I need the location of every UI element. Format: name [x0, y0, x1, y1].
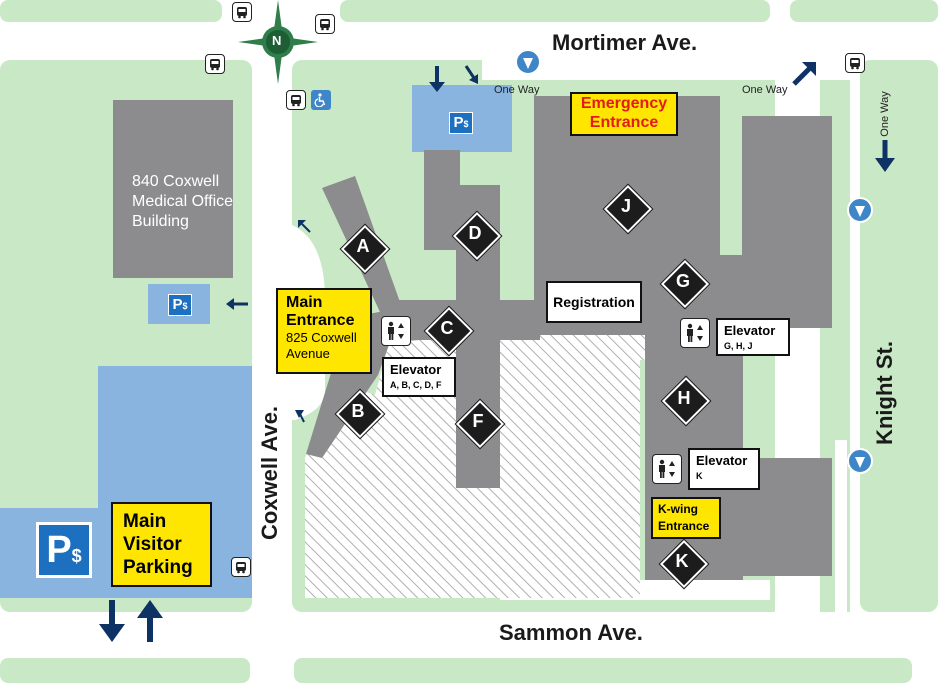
wing-letter: K	[675, 551, 689, 571]
main-entrance-title1: Main	[286, 294, 323, 311]
elevator-wings: K	[696, 471, 703, 481]
emergency-line1: Emergency	[580, 95, 668, 112]
wing-letter: G	[675, 271, 690, 291]
parking-symbol: P	[453, 114, 464, 131]
kwing-line2: Entrance	[658, 519, 710, 533]
parking-sub: $	[71, 546, 82, 566]
parking-line1: Main	[123, 511, 167, 532]
elevator-title: Elevator	[390, 362, 442, 377]
elevator-label: Elevator A, B, C, D, F	[382, 357, 456, 397]
arrow-icon	[226, 298, 248, 310]
wing-letter: A	[356, 236, 370, 256]
one-way-label: One Way	[494, 84, 540, 96]
wing-marker-j: J	[603, 184, 653, 234]
street-mortimer: Mortimer Ave.	[552, 30, 698, 55]
bus-icon	[231, 557, 251, 577]
parking-symbol: P	[46, 529, 72, 571]
parking-icon: P$	[168, 294, 192, 316]
medical-office-building	[113, 100, 233, 278]
accessible-icon	[311, 90, 331, 110]
main-entrance-addr1: 825 Coxwell	[286, 330, 357, 345]
wing-letter: C	[440, 318, 454, 338]
arrow-icon	[875, 140, 895, 172]
registration-label: Registration	[546, 281, 642, 323]
arrow-icon	[99, 600, 125, 642]
arrows	[99, 62, 895, 642]
bus-icon	[205, 54, 225, 74]
hospital-markers	[515, 49, 873, 474]
elevator-person-icon	[680, 318, 710, 348]
hospital-marker-icon	[847, 448, 873, 474]
arrow-icon	[464, 65, 478, 84]
main-entrance-addr2: Avenue	[286, 346, 330, 361]
bus-icon	[315, 14, 335, 34]
one-way-label: One Way	[879, 91, 891, 137]
wing-letter: H	[677, 388, 691, 408]
one-way-label: One Way	[742, 84, 788, 96]
arrow-icon	[298, 220, 311, 233]
medical-building-line2: Medical Office	[132, 193, 234, 210]
wing-marker-a: A	[340, 224, 390, 274]
wing-letter: D	[468, 223, 482, 243]
parking-symbol: P	[172, 296, 183, 313]
bus-icon	[845, 53, 865, 73]
wing-marker-k: K	[659, 539, 709, 589]
arrow-icon	[429, 66, 445, 92]
emergency-entrance-sign: Emergency Entrance	[570, 92, 678, 136]
bus-icon	[286, 90, 306, 110]
arrow-icon	[792, 62, 816, 86]
parking-line2: Visitor	[123, 534, 182, 555]
elevator-person-icon	[381, 316, 411, 346]
main-visitor-parking-sign: Main Visitor Parking	[111, 502, 212, 587]
emergency-line2: Entrance	[589, 114, 659, 131]
parking-sub: $	[463, 119, 469, 129]
elevator-label: Elevator K	[688, 448, 760, 490]
kwing-entrance-sign: K-wing Entrance	[651, 497, 721, 539]
wing-letter: B	[351, 401, 365, 421]
wing-letter: J	[620, 196, 631, 216]
parking-line3: Parking	[123, 557, 193, 578]
elevator-wings: A, B, C, D, F	[390, 380, 442, 390]
main-entrance-sign: Main Entrance 825 Coxwell Avenue	[276, 288, 372, 374]
street-coxwell: Coxwell Ave.	[257, 405, 282, 541]
medical-building-line1: 840 Coxwell	[132, 173, 220, 190]
wing-marker-c: C	[424, 306, 474, 356]
parking-icon: P$	[36, 522, 92, 578]
compass-letter: N	[272, 33, 282, 48]
wing-marker-h: H	[661, 376, 711, 426]
compass-icon	[238, 0, 318, 84]
main-entrance-title2: Entrance	[286, 312, 355, 329]
kwing-line1: K-wing	[658, 502, 698, 516]
wing-marker-b: B	[335, 389, 385, 439]
arrow-icon	[137, 600, 163, 642]
wing-marker-g: G	[660, 259, 710, 309]
wing-letter: F	[472, 411, 484, 431]
parking-icon: P$	[449, 112, 473, 134]
registration-text: Registration	[553, 294, 635, 310]
street-sammon: Sammon Ave.	[499, 620, 643, 645]
medical-building-label: 840 Coxwell Medical Office Building	[132, 172, 233, 232]
elevator-label: Elevator G, H, J	[716, 318, 790, 356]
wing-marker-f: F	[455, 399, 505, 449]
hospital-marker-icon	[515, 49, 541, 75]
parking-sub: $	[182, 301, 188, 311]
elevator-title: Elevator	[696, 453, 748, 468]
arrow-icon	[295, 410, 305, 423]
elevator-person-icon	[652, 454, 682, 484]
wing-marker-d: D	[452, 211, 502, 261]
medical-building-line3: Building	[132, 213, 189, 230]
bus-icon	[232, 2, 252, 22]
street-knight: Knight St.	[872, 341, 897, 445]
elevator-wings: G, H, J	[724, 341, 753, 351]
elevator-title: Elevator	[724, 323, 776, 338]
hospital-marker-icon	[847, 197, 873, 223]
